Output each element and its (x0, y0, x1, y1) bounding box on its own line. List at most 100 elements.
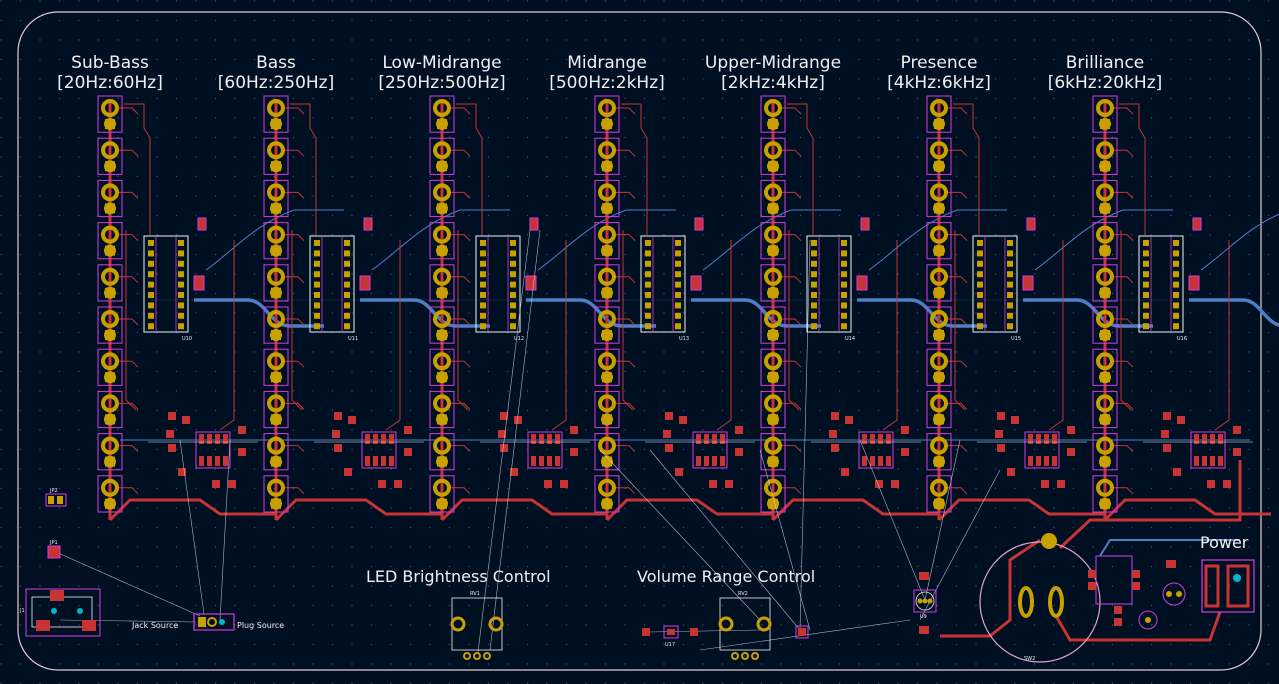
led[interactable] (760, 433, 786, 471)
led[interactable] (97, 137, 123, 175)
power-switch-sw2[interactable]: SW2 (979, 533, 1101, 663)
resistor[interactable] (529, 217, 539, 231)
led[interactable] (926, 348, 952, 386)
led-driver-ic[interactable] (143, 235, 189, 333)
led[interactable] (263, 306, 289, 344)
filter-stage[interactable] (166, 412, 246, 488)
filter-stage[interactable] (498, 412, 578, 488)
led[interactable] (97, 433, 123, 471)
resistor[interactable] (1192, 217, 1202, 231)
led[interactable] (97, 475, 123, 513)
regulator-cluster[interactable] (1088, 555, 1186, 630)
led[interactable] (594, 306, 620, 344)
led[interactable] (594, 348, 620, 386)
led[interactable] (760, 95, 786, 133)
led[interactable] (594, 222, 620, 260)
led[interactable] (263, 137, 289, 175)
led[interactable] (1092, 475, 1118, 513)
led[interactable] (263, 95, 289, 133)
led[interactable] (926, 390, 952, 429)
led[interactable] (926, 179, 952, 218)
led[interactable] (429, 348, 455, 386)
led[interactable] (263, 179, 289, 218)
led[interactable] (760, 306, 786, 344)
led[interactable] (760, 222, 786, 260)
resistor[interactable] (525, 275, 537, 291)
resistor[interactable] (860, 217, 870, 231)
led[interactable] (594, 95, 620, 133)
resistor[interactable] (1188, 275, 1200, 291)
led[interactable] (926, 306, 952, 344)
resistor[interactable] (856, 275, 868, 291)
led[interactable] (1092, 348, 1118, 386)
led[interactable] (263, 433, 289, 471)
led[interactable] (926, 222, 952, 260)
resistor[interactable] (1026, 217, 1036, 231)
u17-parts[interactable]: U17 (642, 625, 809, 648)
led[interactable] (429, 95, 455, 133)
resistor[interactable] (1022, 275, 1034, 291)
led[interactable] (1092, 433, 1118, 471)
led[interactable] (429, 390, 455, 429)
led[interactable] (97, 222, 123, 260)
led[interactable] (760, 137, 786, 175)
led[interactable] (1092, 179, 1118, 218)
led[interactable] (429, 306, 455, 344)
jack-connector-j1[interactable]: J1 (19, 588, 101, 637)
led[interactable] (429, 475, 455, 513)
led-driver-ic[interactable] (972, 235, 1018, 333)
led[interactable] (429, 264, 455, 302)
led[interactable] (429, 433, 455, 471)
led[interactable] (594, 475, 620, 513)
led[interactable] (760, 475, 786, 513)
resistor[interactable] (197, 217, 207, 231)
led-driver-ic[interactable] (475, 235, 521, 333)
led[interactable] (760, 179, 786, 218)
led[interactable] (97, 348, 123, 386)
led-driver-ic[interactable] (640, 235, 686, 333)
led[interactable] (926, 264, 952, 302)
led[interactable] (594, 179, 620, 218)
led[interactable] (1092, 264, 1118, 302)
led-driver-ic[interactable] (309, 235, 355, 333)
filter-stage[interactable] (829, 412, 909, 488)
resistor[interactable] (690, 275, 702, 291)
led[interactable] (263, 348, 289, 386)
led[interactable] (594, 390, 620, 429)
jumper-jp1[interactable]: JP1 (47, 540, 61, 559)
led[interactable] (760, 348, 786, 386)
resistor[interactable] (694, 217, 704, 231)
led-driver-ic[interactable] (806, 235, 852, 333)
jumper-jp2[interactable]: JP2 (45, 488, 67, 507)
resistor[interactable] (363, 217, 373, 231)
led[interactable] (1092, 222, 1118, 260)
led[interactable] (594, 264, 620, 302)
filter-stage[interactable] (663, 412, 743, 488)
led[interactable] (97, 390, 123, 429)
led-driver-ic[interactable] (1138, 235, 1184, 333)
led[interactable] (926, 137, 952, 175)
led[interactable] (1092, 306, 1118, 344)
plug-source-connector[interactable] (193, 613, 235, 631)
led[interactable] (97, 306, 123, 344)
led[interactable] (263, 475, 289, 513)
led[interactable] (1092, 390, 1118, 429)
led[interactable] (429, 137, 455, 175)
led[interactable] (760, 390, 786, 429)
resistor[interactable] (193, 275, 205, 291)
filter-stage[interactable] (332, 412, 412, 488)
led[interactable] (97, 179, 123, 218)
resistor[interactable] (359, 275, 371, 291)
led[interactable] (1092, 137, 1118, 175)
led[interactable] (1092, 95, 1118, 133)
led[interactable] (97, 95, 123, 133)
potentiometer-rv2[interactable]: RV1 RV2 (718, 591, 772, 660)
led[interactable] (926, 433, 952, 471)
power-connector[interactable] (1201, 559, 1255, 613)
potentiometer-rv1[interactable]: RV1 (450, 591, 504, 660)
led[interactable] (263, 390, 289, 429)
led[interactable] (263, 222, 289, 260)
transistor-u9[interactable]: U9 (913, 572, 937, 634)
led[interactable] (429, 222, 455, 260)
